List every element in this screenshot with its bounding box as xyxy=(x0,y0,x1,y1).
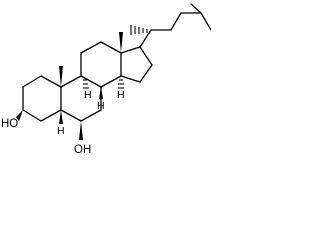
c9-h-hash xyxy=(83,79,89,89)
stereo-bonds xyxy=(16,25,148,140)
c8-h-wedge xyxy=(99,87,103,99)
h-5-label: H xyxy=(57,125,65,137)
c13-methyl-wedge xyxy=(119,32,123,53)
h-8-label: H xyxy=(97,100,105,112)
c10-methyl-wedge xyxy=(59,66,63,87)
c14-h-hash xyxy=(118,79,124,89)
ring-b xyxy=(60,75,102,122)
ring-d xyxy=(120,46,153,83)
ring-c xyxy=(80,41,122,88)
c6-oh-wedge xyxy=(79,121,83,140)
hydroxyl-3-label: HO xyxy=(1,118,18,130)
molecule-structure-diagram: HO OH H H H H xyxy=(1,3,211,156)
hydroxyl-6-label: OH xyxy=(74,144,91,156)
c20-methyl-hash xyxy=(130,25,148,35)
h-9-label: H xyxy=(84,89,92,101)
side-chain xyxy=(139,3,211,48)
ring-a xyxy=(22,75,62,122)
h-14-label: H xyxy=(117,89,125,101)
c3-oh-wedge xyxy=(16,110,23,121)
c5-h-wedge xyxy=(59,110,63,124)
